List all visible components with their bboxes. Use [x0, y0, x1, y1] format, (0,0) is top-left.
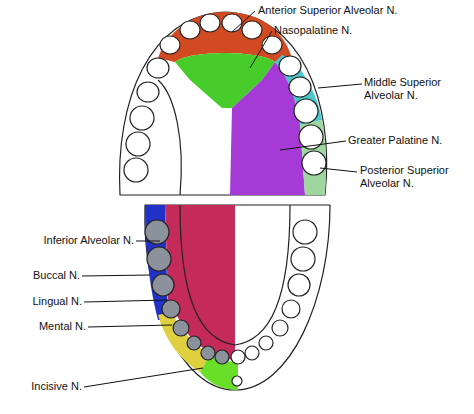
nerve-label: Buccal N.	[14, 269, 80, 282]
nerve-label: Inferior Alveolar N.	[14, 234, 134, 247]
nerve-label: Greater Palatine N.	[348, 134, 468, 147]
mental-region	[158, 312, 210, 372]
nerve-label: Nasopalatine N.	[274, 24, 424, 37]
lower-right-teeth	[231, 220, 317, 364]
upper-teeth	[124, 14, 326, 182]
nerve-label: Mental N.	[14, 320, 86, 333]
tongue-line	[180, 205, 290, 345]
upper-arch	[120, 12, 327, 195]
nerve-label: Lingual N.	[14, 295, 82, 308]
nerve-label: Incisive N.	[14, 380, 82, 393]
lower-left-teeth	[145, 220, 229, 364]
nerve-label: Middle Superior Alveolar N.	[364, 76, 464, 102]
midline-mark	[232, 376, 242, 386]
posterior-superior-region	[300, 120, 326, 195]
leader-lines	[82, 11, 362, 387]
lower-arch	[145, 205, 330, 390]
palate-line	[158, 80, 181, 195]
nerve-label: Posterior Superior Alveolar N.	[360, 164, 460, 190]
nerve-label: Anterior Superior Alveolar N.	[258, 4, 468, 17]
